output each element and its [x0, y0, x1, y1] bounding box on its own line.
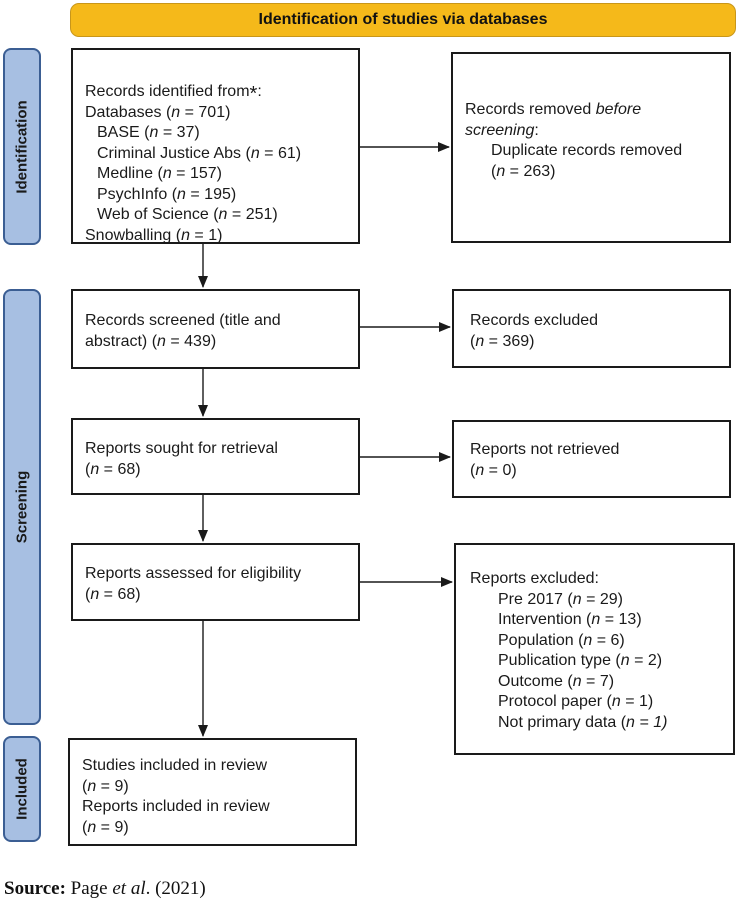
reports-assessed-box: Reports assessed for eligibility (n = 68…	[71, 543, 360, 621]
records-excluded-box: Records excluded (n = 369)	[452, 289, 731, 368]
stage-identification: Identification	[3, 48, 41, 245]
source-criminal-justice: Criminal Justice Abs (n = 61)	[97, 144, 302, 162]
screened-line1: Records screened (title and	[85, 312, 281, 329]
reports-included-count: (n = 9)	[82, 818, 129, 836]
duplicate-records: Duplicate records removed	[491, 142, 683, 159]
source-psychinfo: PsychInfo (n = 195)	[97, 185, 237, 203]
identification-banner: Identification of studies via databases	[70, 3, 736, 37]
reports-excluded-heading: Reports excluded:	[470, 570, 599, 587]
source-base: BASE (n = 37)	[97, 124, 200, 141]
excluded-reason: Pre 2017 (n = 29)	[498, 590, 623, 608]
records-identified-box: Records identified from*: Databases (n =…	[71, 48, 360, 244]
sought-count: (n = 68)	[85, 460, 141, 478]
source-web-of-science: Web of Science (n = 251)	[97, 206, 278, 223]
assessed-count: (n = 68)	[85, 585, 141, 603]
not-retrieved-line1: Reports not retrieved	[470, 441, 620, 458]
snowballing: Snowballing (n = 1)	[85, 226, 223, 244]
excluded-count: (n = 369)	[470, 332, 535, 350]
banner-title: Identification of studies via databases	[258, 11, 548, 28]
sought-line1: Reports sought for retrieval	[85, 440, 278, 457]
databases-total: Databases (n = 701)	[85, 103, 231, 121]
excluded-reason: Protocol paper (n = 1)	[498, 693, 654, 710]
reports-not-retrieved-box: Reports not retrieved (n = 0)	[452, 420, 731, 498]
studies-included-label: Studies included in review	[82, 757, 267, 774]
records-screened-box: Records screened (title and abstract) (n…	[71, 289, 360, 369]
reports-excluded-box: Reports excluded: Pre 2017 (n = 29) Inte…	[454, 543, 735, 755]
excluded-line1: Records excluded	[470, 312, 599, 329]
screened-line2: abstract) (n = 439)	[85, 332, 217, 350]
identified-heading: Records identified from*:	[85, 83, 262, 105]
source-citation: Source: Page et al. (2021)	[4, 878, 206, 899]
studies-included-box: Studies included in review (n = 9) Repor…	[68, 738, 357, 846]
excluded-reason: Publication type (n = 2)	[498, 652, 663, 669]
not-retrieved-count: (n = 0)	[470, 461, 517, 479]
excluded-reason: Population (n = 6)	[498, 631, 625, 649]
source-medline: Medline (n = 157)	[97, 165, 222, 182]
stage-screening: Screening	[3, 289, 41, 725]
excluded-reason: Outcome (n = 7)	[498, 672, 615, 690]
removed-line1: Records removed before	[465, 101, 642, 118]
stage-included: Included	[3, 736, 41, 842]
assessed-line1: Reports assessed for eligibility	[85, 565, 302, 582]
records-removed-box: Records removed before screening: Duplic…	[451, 52, 731, 243]
reports-sought-box: Reports sought for retrieval (n = 68)	[71, 418, 360, 495]
studies-included-count: (n = 9)	[82, 777, 129, 795]
duplicate-count: (n = 263)	[491, 162, 556, 180]
excluded-reason: Intervention (n = 13)	[498, 611, 642, 628]
removed-line2: screening:	[465, 121, 539, 139]
excluded-reason: Not primary data (n = 1)	[498, 713, 668, 731]
reports-included-label: Reports included in review	[82, 798, 270, 815]
